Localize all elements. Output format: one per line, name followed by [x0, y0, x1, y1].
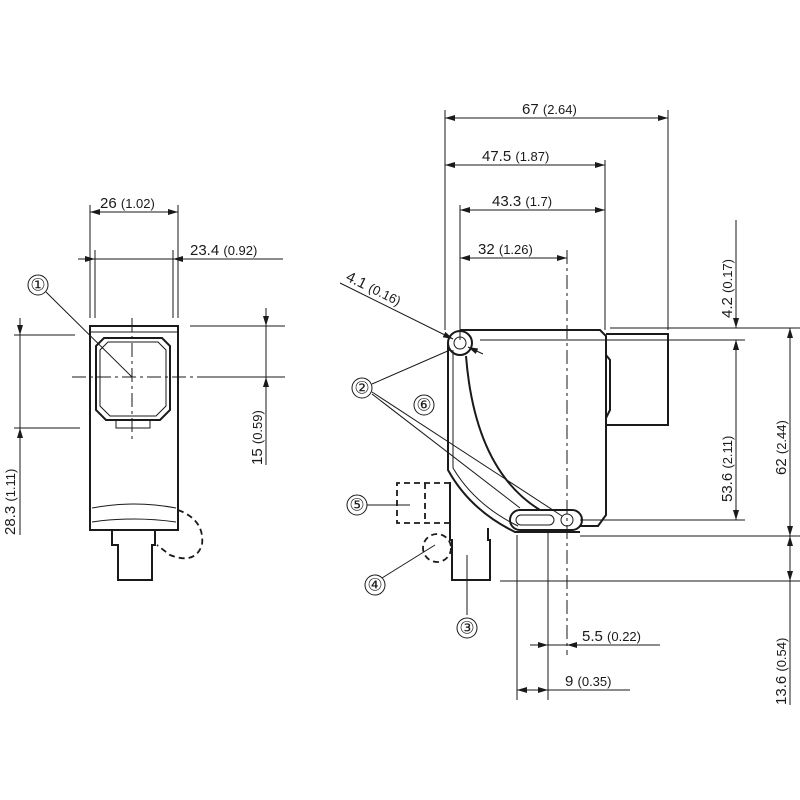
dim-28-3: 28.3 (1.11)	[2, 469, 19, 535]
callout-3: ③	[459, 619, 474, 638]
dim-13-6: 13.6 (0.54)	[773, 638, 790, 705]
dim-9: 9 (0.35)	[565, 673, 611, 690]
dim-32: 32 (1.26)	[478, 241, 533, 258]
dim-26: 26 (1.02)	[100, 195, 155, 212]
callout-5: ⑤	[349, 496, 364, 515]
dim-23-4: 23.4 (0.92)	[190, 242, 257, 259]
callout-2: ②	[354, 379, 369, 398]
callout-6: ⑥	[416, 396, 431, 415]
dim-67: 67 (2.64)	[522, 101, 577, 118]
dim-5-5: 5.5 (0.22)	[582, 628, 641, 645]
dim-62: 62 (2.44)	[773, 420, 790, 475]
dim-53-6: 53.6 (2.11)	[719, 436, 736, 502]
callout-4: ④	[367, 576, 382, 595]
dim-4-2: 4.2 (0.17)	[719, 259, 736, 318]
front-view: 26 (1.02) 23.4 (0.92) 28.3 (1.11) 15 (0.…	[2, 195, 285, 581]
dim-15: 15 (0.59)	[249, 410, 266, 465]
dim-43-3: 43.3 (1.7)	[492, 193, 552, 210]
callout-1: ①	[30, 276, 45, 295]
side-view: 67 (2.64) 47.5 (1.87) 43.3 (1.7) 32 (1.2…	[339, 101, 800, 705]
dim-47-5: 47.5 (1.87)	[482, 148, 549, 165]
